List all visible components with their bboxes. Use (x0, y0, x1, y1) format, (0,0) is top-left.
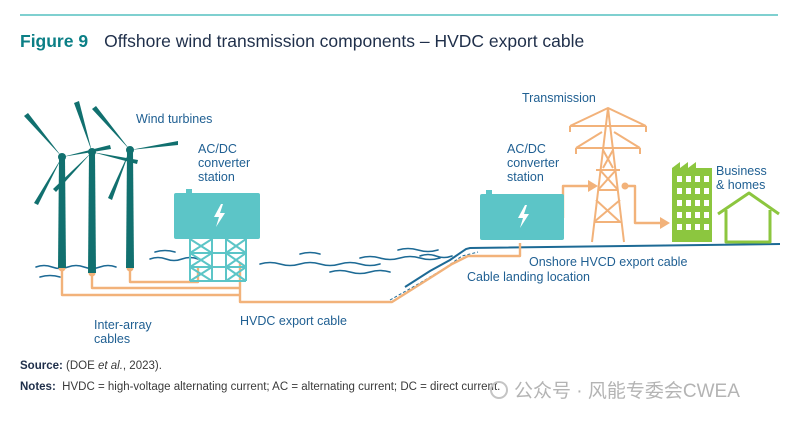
label-onshore-converter: AC/DC converter station (507, 142, 560, 184)
business-building (672, 162, 712, 242)
figure-caption: Offshore wind transmission components – … (104, 31, 585, 51)
lightning-icon-offshore (214, 204, 225, 227)
turbine-blade-1c (34, 157, 62, 205)
label-hvdc-export: HVDC export cable (240, 314, 347, 328)
turbine-blade-3c (108, 150, 130, 200)
cables (60, 184, 662, 304)
lightning-icon-onshore (518, 205, 529, 228)
label-offshore-converter: AC/DC converter station (198, 142, 251, 184)
wind-turbines (24, 101, 178, 273)
inter-array-cable-3 (128, 268, 200, 284)
turbine-blade-2b (92, 152, 138, 164)
offshore-converter-station (174, 189, 260, 282)
turbine-tower-3 (126, 150, 134, 268)
wechat-icon (490, 380, 508, 399)
label-transmission: Transmission (522, 91, 596, 105)
onshore-converter-station (480, 190, 564, 240)
inter-array-cable-1 (60, 268, 240, 297)
seabed-line (389, 251, 479, 301)
top-rule (20, 14, 778, 16)
transmission-tower (569, 107, 647, 243)
water-waves (35, 247, 453, 278)
hvdc-export-cable (238, 243, 522, 304)
label-inter-array: Inter-array cables (94, 318, 152, 346)
label-business-homes: Business & homes (716, 164, 767, 192)
arrow-to-tower (588, 180, 598, 192)
label-wind-turbines: Wind turbines (136, 112, 213, 126)
source-line: Source: (DOE et al., 2023). (20, 360, 162, 372)
label-cable-landing: Cable landing location (467, 270, 591, 284)
notes-line: Notes: HVDC = high-voltage alternating c… (20, 381, 501, 393)
watermark: 公众号 · 风能专委会CWEA (490, 376, 740, 403)
label-onshore-hvcd: Onshore HVCD export cable (529, 255, 688, 269)
turbine-blade-2c (53, 152, 92, 192)
home-icon (717, 191, 780, 244)
tower-to-homes-cable (625, 184, 662, 225)
turbine-tower-1 (58, 157, 66, 268)
turbine-blade-3b (130, 141, 178, 150)
watermark-text: 公众号 · 风能专委会CWEA (514, 381, 740, 402)
figure-title: Figure 9 Offshore wind transmission compo… (20, 31, 584, 52)
turbine-tower-2 (88, 152, 96, 273)
inter-array-cable-2 (90, 273, 240, 290)
tower-junction-dot (621, 182, 629, 190)
turbine-blade-1a (24, 113, 62, 157)
turbine-blade-2a (74, 101, 92, 152)
shore-line (404, 243, 781, 288)
turbine-blade-3a (92, 106, 130, 150)
offshore-jacket (189, 238, 247, 282)
onshore-cable (561, 184, 590, 218)
turbine-blade-1b (62, 145, 111, 157)
figure-number: Figure 9 (20, 31, 89, 51)
arrow-to-homes (660, 217, 670, 229)
